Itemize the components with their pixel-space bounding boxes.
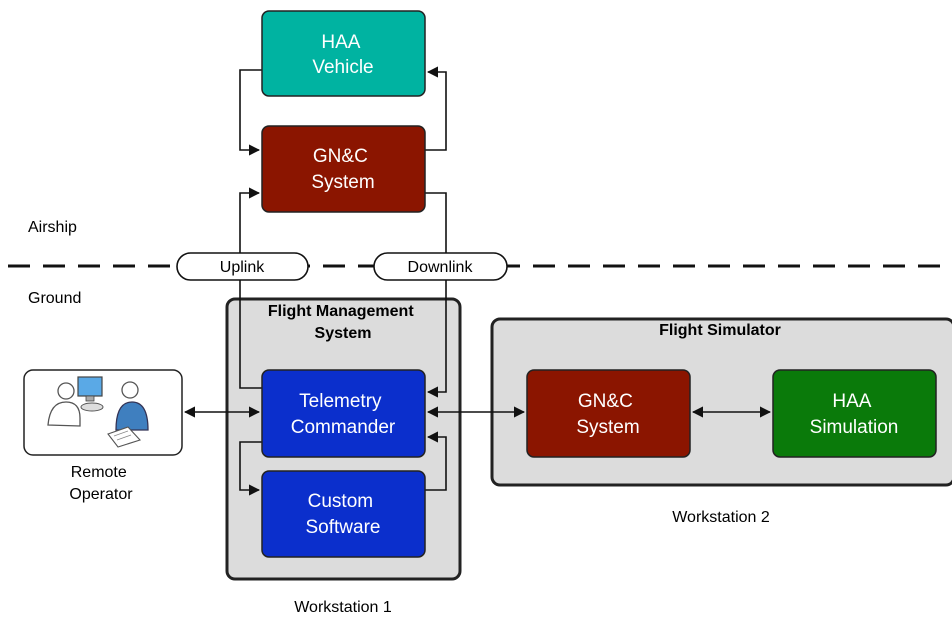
airship-region-label: Airship (28, 219, 77, 236)
uplink-pill: Uplink (176, 252, 309, 281)
svg-text:GN&C System: GN&C System (311, 146, 374, 193)
telemetry-commander-node: Telemetry Commander (261, 369, 426, 458)
svg-text:HAA Vehicle: HAA Vehicle (312, 32, 373, 78)
haa-simulation-node: HAA Simulation (772, 369, 937, 458)
connector-uplink (239, 187, 262, 389)
uplink-label: Uplink (220, 259, 265, 276)
haa-vehicle-node: HAA Vehicle (261, 10, 426, 97)
workstation-2-label: Workstation 2 (672, 509, 770, 526)
connector-software-to-commander (425, 431, 447, 491)
svg-text:Custom Software: Custom Software (306, 491, 381, 538)
connector-vehicle-to-gnc (239, 69, 262, 156)
downlink-label: Downlink (408, 259, 474, 276)
flight-management-title: Flight Management System (268, 303, 418, 342)
flight-simulator-title: Flight Simulator (659, 322, 781, 339)
custom-software-node: Custom Software (261, 470, 426, 558)
airship-gnc-system-node: GN&C System (261, 125, 426, 213)
simulator-gnc-system-node: GN&C System (526, 369, 691, 458)
svg-text:HAA Simulation: HAA Simulation (810, 391, 899, 438)
workstation-1-label: Workstation 1 (294, 599, 392, 616)
svg-text:GN&C System: GN&C System (576, 391, 639, 438)
connectors (183, 66, 772, 496)
remote-operator-label: Remote Operator (69, 464, 133, 503)
connector-commander-to-software (239, 441, 262, 496)
connector-downlink (425, 192, 447, 398)
remote-operator-icon (23, 369, 183, 456)
svg-text:Telemetry Commander: Telemetry Commander (291, 391, 396, 438)
ground-region-label: Ground (28, 290, 81, 307)
connector-gnc-to-vehicle (425, 66, 447, 151)
downlink-pill: Downlink (373, 252, 508, 281)
